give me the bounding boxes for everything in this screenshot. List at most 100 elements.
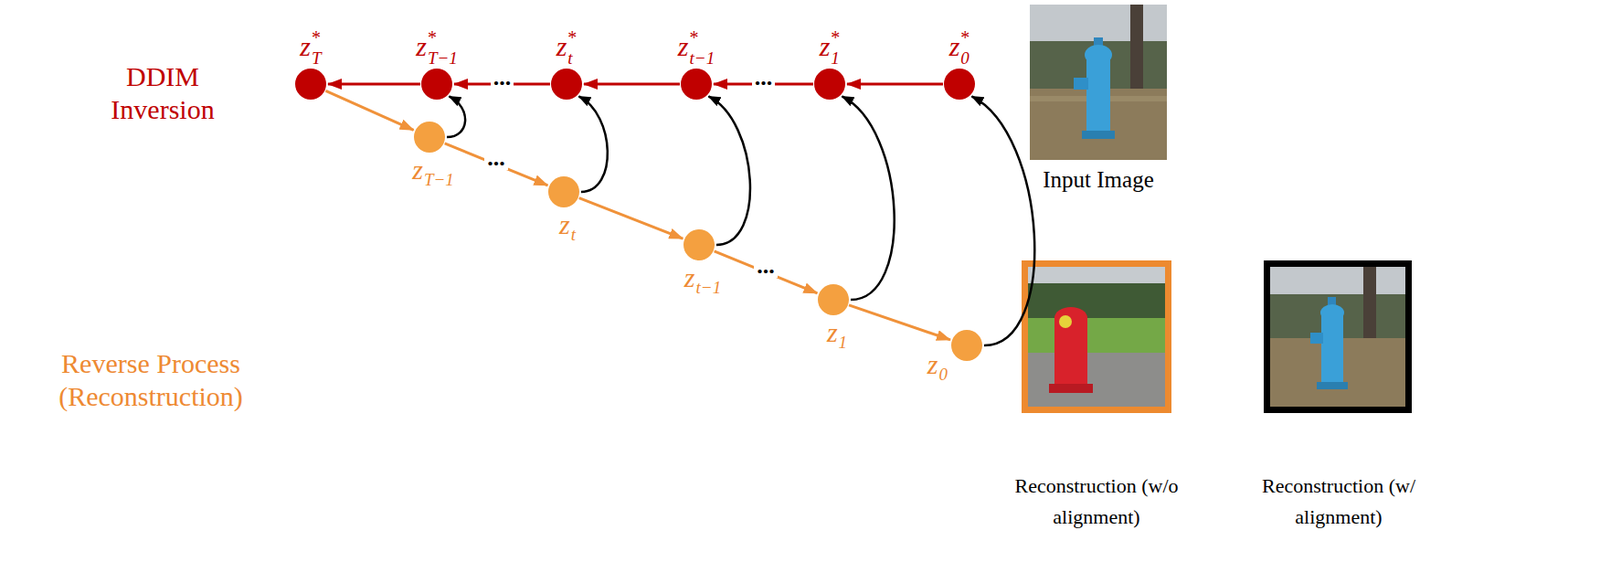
alignment-arrow bbox=[578, 95, 607, 192]
ellipsis-label: ... bbox=[484, 146, 509, 170]
script-stack: T−1 bbox=[423, 154, 455, 185]
step-arrow bbox=[579, 198, 684, 239]
input-photo bbox=[1029, 4, 1167, 160]
script-stack: *1 bbox=[830, 29, 840, 64]
subscript: 1 bbox=[838, 333, 848, 351]
step-arrow bbox=[848, 305, 951, 340]
spacer bbox=[696, 262, 722, 276]
latent-circle: z*t bbox=[550, 68, 583, 100]
latent-label: z*0 bbox=[949, 29, 971, 64]
latent-circle: zT−1 bbox=[413, 121, 446, 153]
alignment-arrow bbox=[446, 95, 466, 138]
latent-symbol: z bbox=[559, 211, 571, 239]
image-caption: Input Image bbox=[997, 166, 1199, 194]
latent-symbol: z bbox=[684, 264, 696, 292]
subscript: t bbox=[571, 225, 576, 244]
script-stack: *t−1 bbox=[689, 29, 716, 64]
latent-symbol: z bbox=[826, 318, 838, 347]
latent-symbol: z bbox=[412, 156, 424, 184]
subscript: T−1 bbox=[423, 170, 455, 189]
step-arrow bbox=[847, 83, 944, 86]
spacer bbox=[571, 209, 576, 223]
ellipsis-label: ... bbox=[490, 65, 515, 90]
hydrant-body bbox=[1086, 54, 1111, 136]
black-frame bbox=[1263, 260, 1412, 414]
latent-label: zT−1 bbox=[412, 154, 455, 185]
hydrant-body bbox=[1054, 317, 1088, 392]
subscript: T bbox=[311, 49, 322, 67]
step-arrow bbox=[328, 83, 421, 86]
hydrant-nozzle bbox=[1073, 77, 1089, 90]
ellipsis-label: ... bbox=[752, 65, 776, 90]
latent-symbol: z bbox=[927, 350, 939, 379]
latent-label: z* T−1 bbox=[415, 29, 458, 64]
latent-symbol: z bbox=[299, 32, 311, 61]
hydrant-base bbox=[1081, 130, 1115, 139]
recon-photo-black bbox=[1263, 260, 1412, 414]
latent-circle: z*T bbox=[295, 68, 327, 100]
latent-label: zt−1 bbox=[684, 262, 721, 293]
latent-symbol: z bbox=[819, 32, 831, 61]
step-arrow bbox=[714, 251, 818, 294]
latent-label: z*T bbox=[299, 29, 321, 64]
superscript: * bbox=[830, 29, 840, 46]
superscript: * bbox=[960, 29, 970, 46]
latent-symbol: z bbox=[678, 32, 689, 61]
script-stack: *T bbox=[311, 29, 322, 64]
hydrant-base bbox=[1316, 381, 1348, 390]
step-arrow bbox=[583, 83, 680, 86]
latent-circle: z*t−1 bbox=[680, 68, 712, 100]
script-stack: 1 bbox=[838, 317, 848, 348]
subscript: 0 bbox=[939, 365, 949, 383]
spacer bbox=[939, 349, 949, 362]
sky bbox=[1029, 4, 1167, 160]
orange-frame bbox=[1021, 260, 1172, 414]
step-arrow bbox=[445, 143, 549, 186]
image-caption: Reconstruction (w/o alignment) bbox=[1009, 470, 1184, 533]
script-stack: *t bbox=[567, 29, 577, 64]
subscript: 0 bbox=[960, 49, 970, 67]
alignment-arrow bbox=[841, 95, 894, 300]
latent-symbol: z bbox=[415, 32, 427, 61]
script-stack: *0 bbox=[960, 29, 970, 64]
sky bbox=[1270, 266, 1406, 407]
alignment-arrow bbox=[971, 95, 1035, 346]
ellipsis-label: ... bbox=[753, 254, 778, 278]
image-caption: Reconstruction (w/ alignment) bbox=[1251, 470, 1426, 533]
road bbox=[1027, 352, 1166, 407]
yellow-cap bbox=[1059, 315, 1072, 329]
hydrant-nozzle bbox=[1310, 332, 1324, 344]
superscript: * bbox=[427, 29, 458, 46]
latent-circle: z*0 bbox=[943, 68, 975, 100]
superscript: * bbox=[311, 29, 322, 46]
spacer bbox=[838, 317, 848, 330]
superscript: * bbox=[689, 29, 716, 46]
alignment-arrow bbox=[708, 95, 751, 245]
trees bbox=[1027, 283, 1166, 320]
row-label: DDIM Inversion bbox=[84, 60, 241, 127]
latent-circle: z1 bbox=[817, 284, 849, 316]
latent-circle: z*T−1 bbox=[421, 68, 453, 100]
script-stack: t−1 bbox=[696, 262, 722, 293]
row-label: Reverse Process (Reconstruction) bbox=[36, 347, 265, 414]
script-stack: * T−1 bbox=[427, 29, 458, 64]
latent-symbol: z bbox=[556, 32, 568, 61]
latent-circle: zt−1 bbox=[683, 229, 715, 261]
script-stack: t bbox=[571, 209, 576, 240]
recon-photo-orange bbox=[1021, 260, 1172, 414]
grass bbox=[1027, 317, 1166, 353]
latent-label: z*t bbox=[556, 29, 578, 64]
spacer bbox=[423, 154, 455, 168]
subscript: T−1 bbox=[427, 49, 458, 67]
hydrant-body bbox=[1321, 312, 1344, 386]
hydrant-cap bbox=[1327, 296, 1336, 306]
subscript: t−1 bbox=[696, 278, 722, 297]
latent-label: z*t−1 bbox=[678, 29, 715, 64]
superscript: * bbox=[567, 29, 577, 46]
latent-circle: zt bbox=[548, 176, 580, 208]
latent-circle: z*1 bbox=[814, 68, 846, 100]
subscript: 1 bbox=[830, 49, 840, 67]
sky bbox=[1027, 266, 1166, 407]
latent-label: z*1 bbox=[819, 29, 841, 64]
hydrant-base bbox=[1049, 383, 1093, 393]
